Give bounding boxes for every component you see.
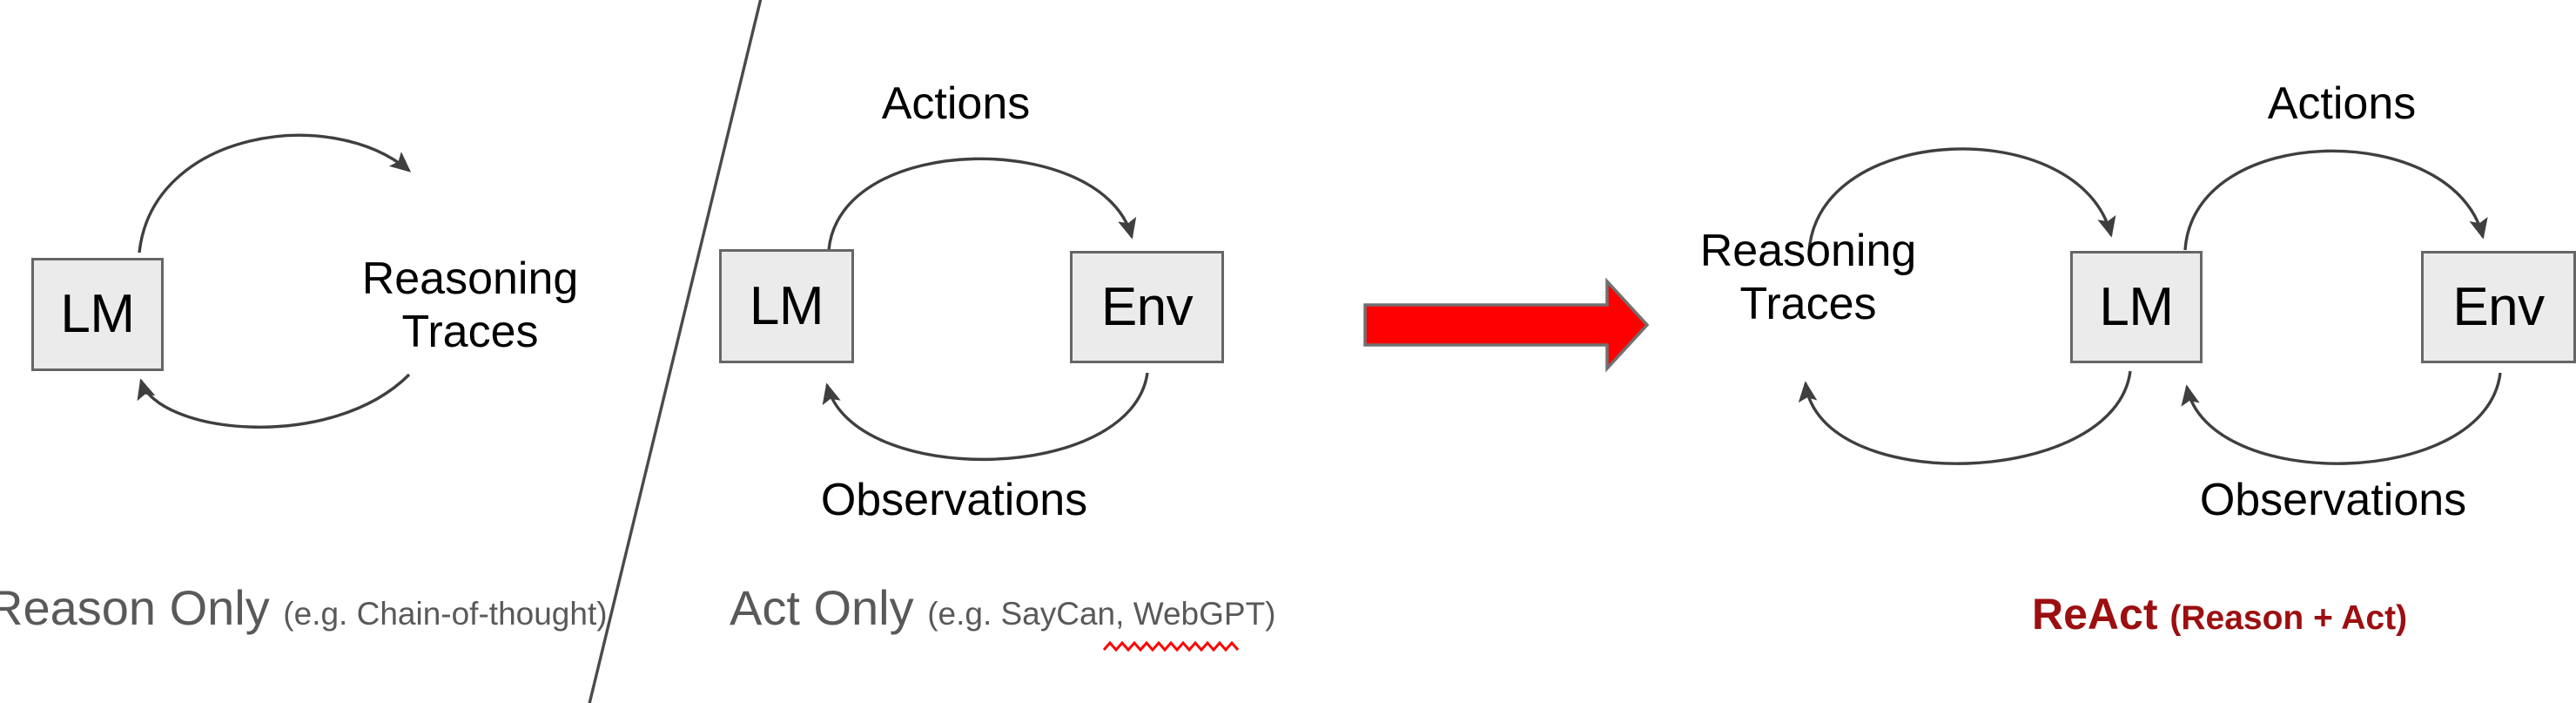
caption-title-react: ReAct <box>2032 590 2158 639</box>
observations-label-text: Observations <box>2199 475 2467 525</box>
observations-label-text: Observations <box>820 475 1088 525</box>
react-actions-curve <box>2183 149 2488 251</box>
reasoning-traces-label-reason-only: Reasoning Traces <box>340 253 601 360</box>
reason-only-bottom-curve <box>137 373 411 429</box>
panel-act-only-lm-box[interactable]: LM <box>719 249 854 363</box>
env-box-label: Env <box>2452 276 2545 337</box>
caption-subtitle-reason-only: (e.g. Chain-of-thought) <box>283 596 608 632</box>
caption-title-reason-only: Reason Only <box>0 580 270 635</box>
caption-react: ReAct (Reason + Act) <box>2032 592 2407 636</box>
panel-react-env-box[interactable]: Env <box>2421 251 2576 363</box>
lm-box-label: LM <box>2099 276 2174 337</box>
act-only-actions-curve <box>827 157 1137 251</box>
reasoning-traces-line-1: Reasoning <box>1699 226 1917 276</box>
lm-box-label: LM <box>60 284 135 344</box>
actions-label-react: Actions <box>2211 78 2472 129</box>
act-only-observations-curve <box>822 372 1149 461</box>
reasoning-traces-label-react: Reasoning Traces <box>1665 225 1952 332</box>
panel-reason-only-lm-box[interactable]: LM <box>31 258 164 371</box>
panel-divider <box>588 0 763 703</box>
caption-reason-only: Reason Only (e.g. Chain-of-thought) <box>0 584 608 632</box>
reason-only-top-curve <box>138 133 412 253</box>
actions-label-text: Actions <box>881 78 1031 129</box>
reasoning-traces-line-1: Reasoning <box>361 253 579 304</box>
panel-react-lm-box[interactable]: LM <box>2070 251 2203 363</box>
caption-subtitle-react: (Reason + Act) <box>2169 599 2408 637</box>
caption-act-only: Act Only (e.g. SayCan, WebGPT) <box>730 584 1276 632</box>
react-observations-curve <box>2181 372 2502 465</box>
red-transition-arrow <box>1363 277 1650 373</box>
lm-box-label: LM <box>749 275 824 336</box>
reasoning-traces-line-2: Traces <box>1739 279 1877 330</box>
env-box-label: Env <box>1100 276 1194 337</box>
caption-title-act-only: Act Only <box>730 580 914 635</box>
caption-subtitle-act-only: (e.g. SayCan, WebGPT) <box>927 596 1276 632</box>
react-reasoning-top-curve <box>1807 147 2116 253</box>
spellcheck-squiggle <box>1102 640 1240 652</box>
observations-label-act-only: Observations <box>789 475 1120 525</box>
actions-label-act-only: Actions <box>825 78 1086 129</box>
observations-label-react: Observations <box>2168 475 2499 525</box>
reasoning-traces-line-2: Traces <box>401 307 539 358</box>
panel-act-only-env-box[interactable]: Env <box>1070 251 1224 363</box>
react-reasoning-bottom-curve <box>1798 370 2132 465</box>
actions-label-text: Actions <box>2267 78 2417 129</box>
